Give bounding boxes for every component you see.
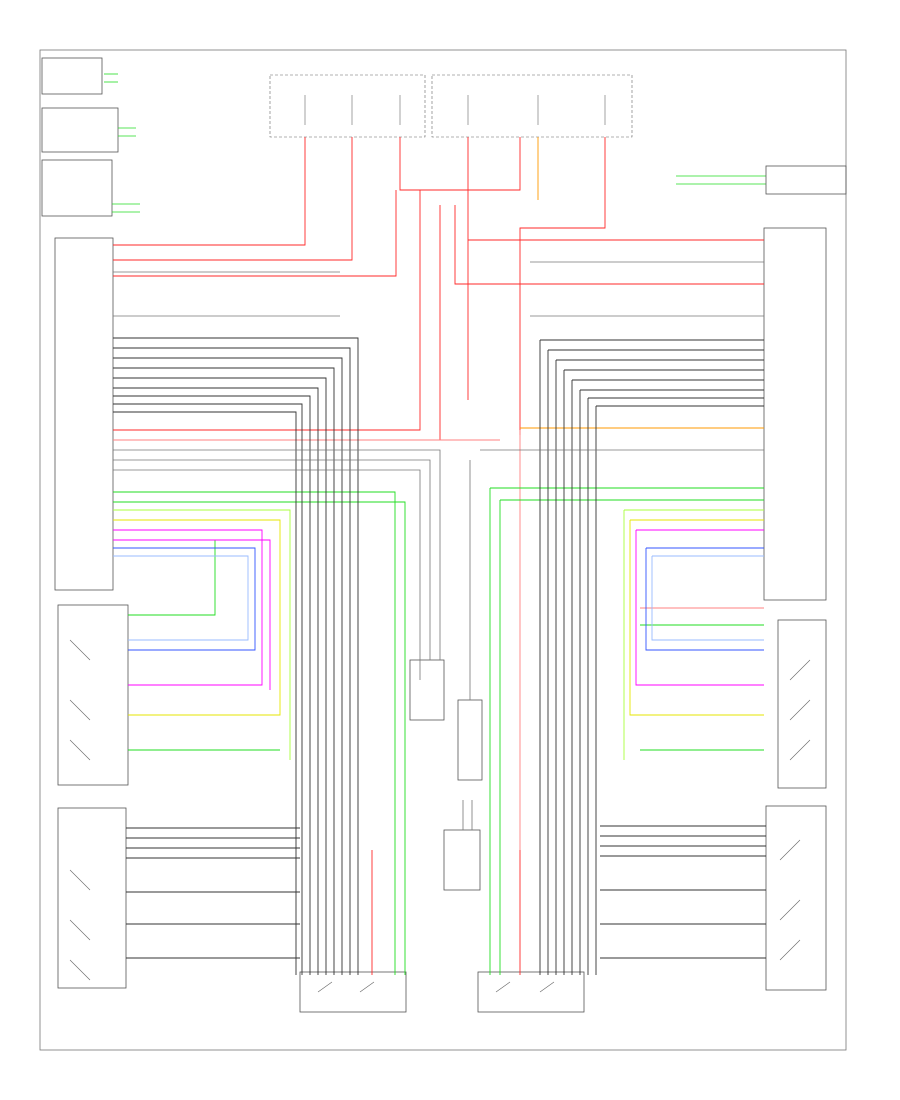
center-splice-block	[409, 659, 483, 891]
wires-light-blue	[113, 555, 764, 641]
diagram-frame	[39, 49, 847, 1051]
wires-yellow	[113, 519, 764, 716]
wires-lime	[113, 509, 764, 760]
wires-gray	[113, 261, 764, 830]
wires-dark	[113, 337, 766, 975]
wires-blue	[113, 547, 764, 651]
left-door-control-module	[54, 237, 114, 591]
right-top-connector	[676, 165, 847, 195]
driver-front-module	[41, 159, 140, 217]
fuse-relay-block-right	[431, 74, 633, 138]
passenger-door-window-switch	[777, 619, 827, 789]
wires-orange	[520, 137, 764, 429]
driver-door-lock-switch	[57, 807, 127, 989]
wires-green	[113, 487, 764, 975]
passenger-door-lock-switch	[765, 805, 827, 991]
legend-module-top-left	[41, 57, 118, 95]
legend-module-upper-left	[41, 107, 136, 153]
driver-door-window-switch	[57, 604, 129, 786]
right-door-control-module	[763, 227, 827, 601]
rear-left-switch	[299, 971, 407, 1013]
rear-right-switch	[477, 971, 585, 1013]
wires-magenta	[113, 529, 764, 690]
fuse-relay-block-left	[269, 74, 426, 138]
